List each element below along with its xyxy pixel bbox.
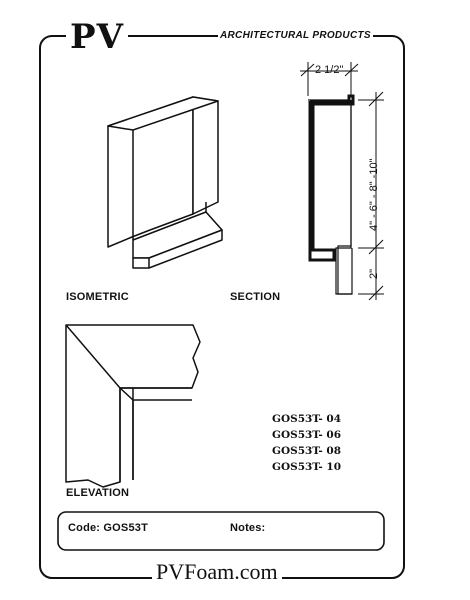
isometric-drawing xyxy=(107,96,223,269)
product-code-item: GOS53T- 06 xyxy=(272,429,342,441)
product-code-item: GOS53T- 04 xyxy=(272,413,342,425)
height-dimension-label: 4" - 6" - 8" -10" xyxy=(368,158,380,231)
base-dimension-label: 2" xyxy=(368,268,380,279)
width-dimension xyxy=(300,62,359,96)
elevation-label: ELEVATION xyxy=(66,487,130,499)
brand-tagline: ARCHITECTURAL PRODUCTS xyxy=(218,30,373,41)
isometric-label: ISOMETRIC xyxy=(66,291,129,303)
height-dimension xyxy=(358,91,384,301)
elevation-drawing xyxy=(65,324,201,488)
product-code-field: Code: GOS53T xyxy=(68,522,149,534)
brand-logo: PV xyxy=(66,17,128,57)
product-code-list: GOS53T- 04 GOS53T- 06 GOS53T- 08 GOS53T-… xyxy=(272,411,341,475)
section-label: SECTION xyxy=(230,291,281,303)
width-dimension-label: 2 1/2" xyxy=(315,64,344,76)
product-code-item: GOS53T- 08 xyxy=(272,445,342,457)
notes-box xyxy=(57,511,385,551)
section-profile xyxy=(308,94,355,295)
website-link[interactable]: PVFoam.com xyxy=(152,559,282,585)
product-code-item: GOS53T- 10 xyxy=(272,461,342,473)
notes-field: Notes: xyxy=(230,522,266,534)
